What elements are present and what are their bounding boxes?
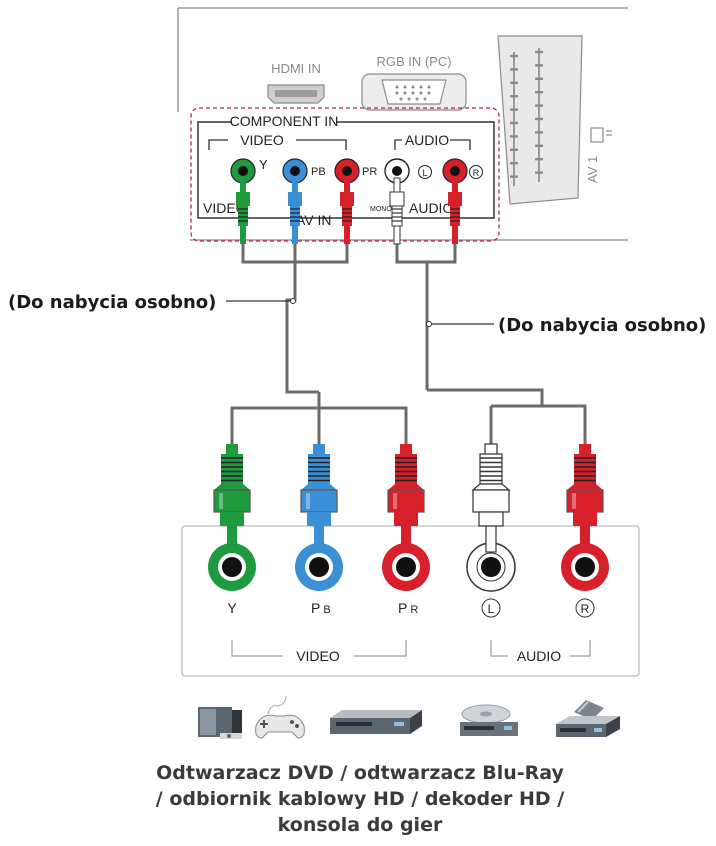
tv-bottom-audio-label: AUDIO	[409, 200, 453, 216]
set-top-box-icon	[556, 700, 620, 737]
tv-box-icon	[198, 707, 242, 739]
tv-jack-pr-label: PR	[362, 166, 377, 178]
device-plug-pb	[300, 444, 338, 552]
audio-cable-label: (Do nabycia osobno)	[498, 315, 706, 336]
device-jack-l-label: L	[488, 602, 495, 616]
device-side-plugs	[213, 443, 604, 553]
device-jack-pr[interactable]	[382, 543, 430, 591]
tv-jack-pr[interactable]	[334, 158, 360, 184]
device-jack-r-label: R	[581, 602, 590, 616]
device-plug-r	[566, 444, 604, 552]
gamepad-icon	[255, 695, 305, 739]
device-jack-y[interactable]	[208, 543, 256, 591]
tv-jack-y[interactable]	[230, 158, 256, 184]
devices-caption-line3: konsola do gier	[277, 814, 443, 836]
dvd-player-icon	[330, 710, 422, 734]
tv-video-label: VIDEO	[240, 132, 284, 148]
tv-jack-l-label: L	[422, 168, 427, 178]
device-jack-pb[interactable]	[295, 543, 343, 591]
tv-plug-r	[448, 178, 462, 244]
rgb-port[interactable]	[361, 73, 467, 111]
tv-back-panel: HDMI IN RGB IN (PC) AV 1	[177, 7, 628, 242]
devices-caption-line1: Odtwarzacz DVD / odtwarzacz Blu-Ray	[156, 762, 564, 784]
tv-plug-l	[389, 177, 405, 245]
tv-side-plugs	[236, 177, 462, 245]
cables	[230, 244, 587, 446]
tv-jack-pb[interactable]	[282, 158, 308, 184]
tv-audio-label: AUDIO	[405, 132, 449, 148]
disc-player-icon	[460, 704, 518, 736]
video-cable-callout	[226, 298, 296, 304]
rgb-label: RGB IN (PC)	[376, 54, 451, 69]
device-plug-l	[471, 443, 511, 553]
device-plug-pr	[387, 444, 425, 552]
device-jack-y-label: Y	[227, 600, 237, 616]
video-cable-label: (Do nabycia osobno)	[8, 292, 216, 313]
component-in-label: COMPONENT IN	[230, 113, 339, 129]
device-plug-y	[213, 444, 251, 552]
device-video-label: VIDEO	[296, 648, 340, 664]
tv-jack-r-label: R	[473, 168, 480, 178]
tv-jack-r[interactable]	[442, 158, 468, 184]
hdmi-label: HDMI IN	[271, 61, 321, 76]
tv-plug-pr	[340, 178, 354, 244]
tv-bottom-video-label: VIDEO	[203, 200, 247, 216]
hdmi-port[interactable]	[267, 84, 325, 104]
device-audio-label: AUDIO	[517, 648, 561, 664]
tv-bottom-mono-label: MONO	[370, 206, 392, 213]
tv-jack-pb-label: PB	[311, 166, 326, 178]
tv-bottom-avin-label: AV IN	[296, 212, 332, 228]
tv-plug-y	[236, 178, 250, 244]
tv-plug-pb	[288, 178, 302, 244]
audio-cable-callout	[426, 321, 494, 327]
scart-symbol-icon	[590, 127, 612, 143]
scart-label: AV 1	[585, 156, 600, 183]
device-jack-l[interactable]	[466, 542, 516, 592]
devices-caption: Odtwarzacz DVD / odtwarzacz Blu-Ray / od…	[120, 760, 600, 838]
scart-port[interactable]	[497, 35, 583, 205]
devices-caption-line2: / odbiornik kablowy HD / dekoder HD /	[155, 788, 565, 810]
device-jack-r[interactable]	[561, 543, 609, 591]
tv-jack-y-label: Y	[259, 157, 268, 172]
tv-jack-l[interactable]	[384, 158, 410, 184]
